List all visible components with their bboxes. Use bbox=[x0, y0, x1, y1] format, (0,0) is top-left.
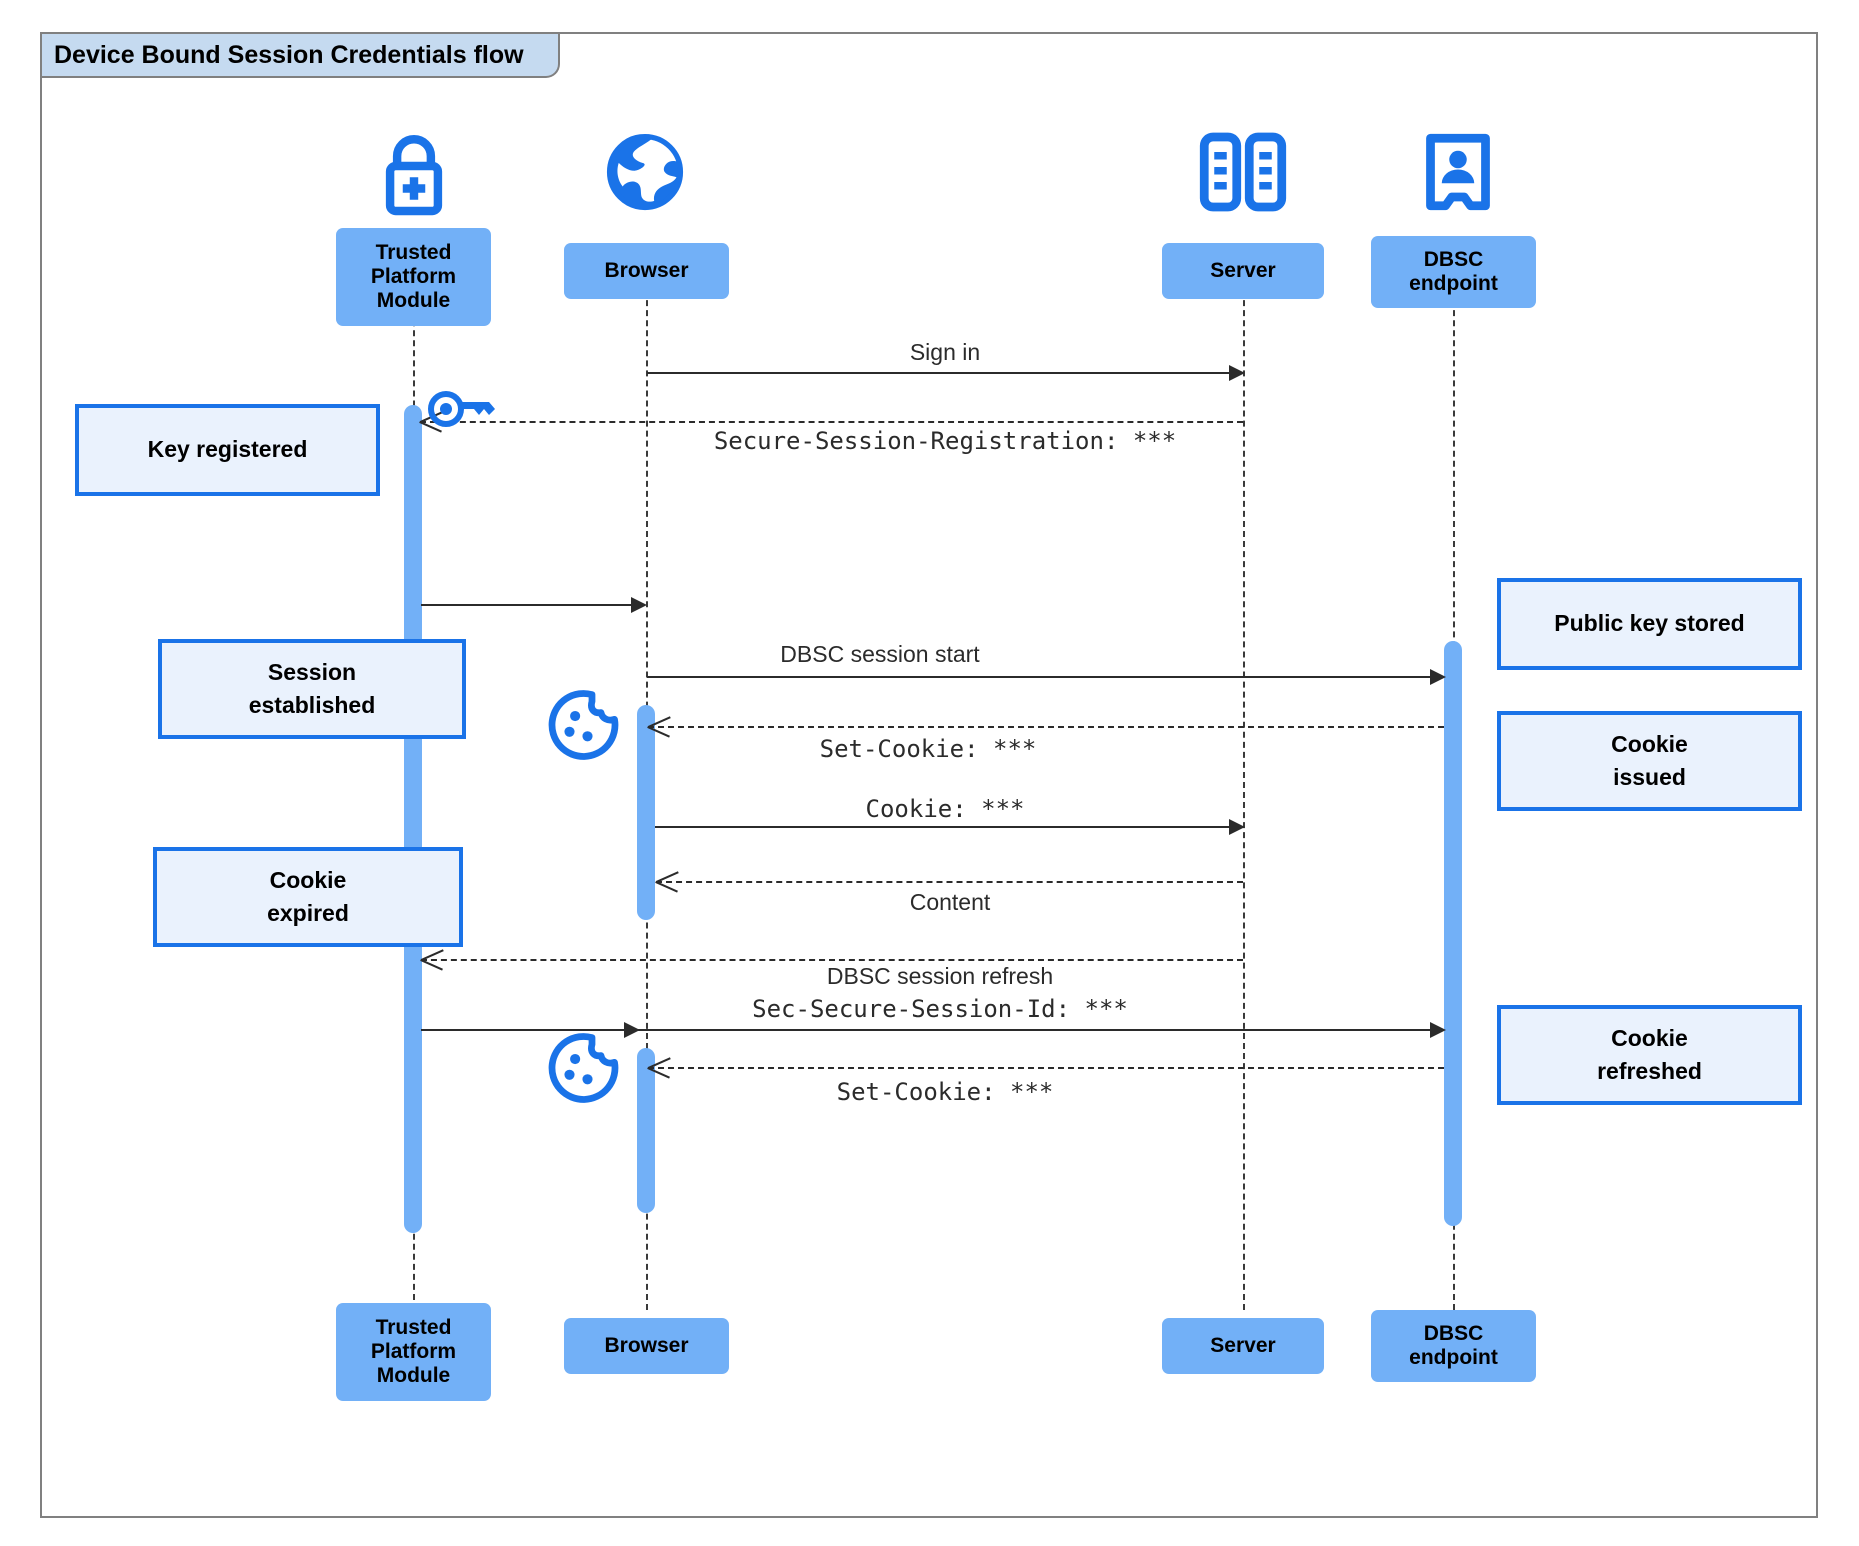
message-line-secure-session-registration bbox=[420, 421, 1243, 423]
participant-server-bottom[interactable]: Server bbox=[1162, 1318, 1324, 1374]
message-label-set-cookie-2: Set-Cookie: *** bbox=[836, 1078, 1054, 1106]
message-arrowhead-cookie bbox=[1229, 819, 1245, 835]
lock-plus-icon bbox=[369, 128, 459, 223]
message-line-server-to-tpm-refresh bbox=[421, 959, 1243, 961]
message-arrowhead-content bbox=[656, 870, 678, 892]
note-public-key-stored: Public key stored bbox=[1497, 578, 1802, 670]
cookie-icon bbox=[547, 689, 619, 766]
participant-label: Trusted Platform Module bbox=[370, 1315, 457, 1388]
message-line-sign-in bbox=[647, 372, 1235, 374]
activation-browser-1 bbox=[637, 705, 655, 920]
lifeline-server bbox=[1243, 270, 1245, 1310]
message-label-set-cookie-1: Set-Cookie: *** bbox=[819, 735, 1037, 763]
participant-label: DBSC endpoint bbox=[1409, 1321, 1498, 1369]
message-line-set-cookie-2 bbox=[648, 1067, 1444, 1069]
participant-browser-top[interactable]: Browser bbox=[564, 243, 729, 299]
participant-dbsc-top[interactable]: DBSC endpoint bbox=[1371, 236, 1536, 308]
message-arrowhead-set-cookie-1 bbox=[648, 715, 670, 737]
message-arrowhead-set-cookie-2 bbox=[648, 1056, 670, 1078]
participant-label: Trusted Platform Module bbox=[370, 240, 457, 313]
note-cookie-expired: Cookie expired bbox=[153, 847, 463, 947]
participant-server-top[interactable]: Server bbox=[1162, 243, 1324, 299]
message-line-dbsc-session-start bbox=[647, 676, 1444, 678]
activation-tpm bbox=[404, 405, 422, 1233]
id-badge-icon bbox=[1423, 130, 1493, 219]
diagram-title: Device Bound Session Credentials flow bbox=[42, 34, 560, 78]
message-arrowhead-server-to-tpm-refresh bbox=[421, 948, 443, 970]
participant-tpm-bottom[interactable]: Trusted Platform Module bbox=[336, 1303, 491, 1401]
activation-dbsc bbox=[1444, 641, 1462, 1226]
note-label: Key registered bbox=[147, 436, 308, 463]
message-label-sign-in: Sign in bbox=[909, 339, 981, 365]
server-rack-icon bbox=[1198, 132, 1288, 217]
participant-label: DBSC endpoint bbox=[1409, 247, 1498, 295]
note-label: Cookie issued bbox=[1611, 730, 1688, 790]
message-arrowhead-tpm-to-browser-key bbox=[631, 597, 647, 613]
participant-label: Server bbox=[1210, 258, 1276, 282]
cookie-icon bbox=[547, 1032, 619, 1109]
note-cookie-refreshed: Cookie refreshed bbox=[1497, 1005, 1802, 1105]
activation-browser-2 bbox=[637, 1048, 655, 1213]
message-label-secure-session-registration: Secure-Session-Registration: *** bbox=[713, 427, 1177, 455]
message-arrowhead-dbsc-session-start bbox=[1430, 669, 1446, 685]
participant-label: Browser bbox=[604, 258, 689, 282]
message-arrowhead-sign-in bbox=[1229, 365, 1245, 381]
participant-tpm-top[interactable]: Trusted Platform Module bbox=[336, 228, 491, 326]
note-key-registered: Key registered bbox=[75, 404, 380, 496]
participant-dbsc-bottom[interactable]: DBSC endpoint bbox=[1371, 1310, 1536, 1382]
note-label: Public key stored bbox=[1554, 610, 1745, 637]
key-icon bbox=[424, 385, 500, 440]
message-label-cookie: Cookie: *** bbox=[865, 795, 1025, 823]
note-session-established: Session established bbox=[158, 639, 466, 739]
message-label-content: Content bbox=[909, 889, 991, 915]
message-label-dbsc-session-start: DBSC session start bbox=[780, 641, 980, 667]
message-label-sec-secure-session-id: Sec-Secure-Session-Id: *** bbox=[752, 995, 1128, 1023]
participant-browser-bottom[interactable]: Browser bbox=[564, 1318, 729, 1374]
message-line-cookie bbox=[655, 826, 1235, 828]
message-line-tpm-to-browser-key bbox=[421, 604, 639, 606]
globe-icon bbox=[603, 130, 687, 219]
note-cookie-issued: Cookie issued bbox=[1497, 711, 1802, 811]
participant-label: Browser bbox=[604, 1333, 689, 1357]
message-arrowhead-dbsc-session-refresh bbox=[1430, 1022, 1446, 1038]
note-label: Session established bbox=[248, 658, 376, 718]
message-line-dbsc-session-refresh bbox=[421, 1029, 1444, 1031]
note-label: Cookie expired bbox=[267, 866, 349, 926]
participant-label: Server bbox=[1210, 1333, 1276, 1357]
message-line-set-cookie-1 bbox=[648, 726, 1444, 728]
message-line-content bbox=[656, 881, 1243, 883]
message-arrowhead-browser-mid-refresh bbox=[624, 1022, 640, 1038]
note-label: Cookie refreshed bbox=[1597, 1024, 1702, 1084]
message-label-dbsc-session-refresh: DBSC session refresh bbox=[826, 963, 1054, 989]
